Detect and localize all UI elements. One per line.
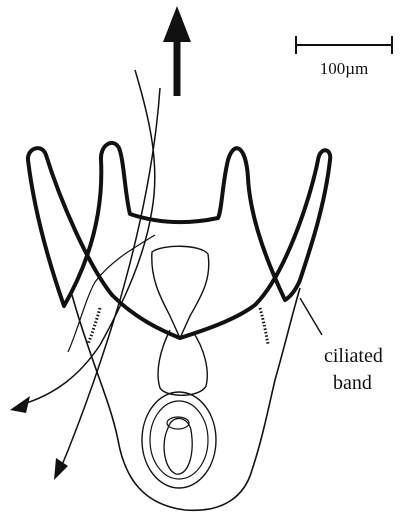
intestine-loop bbox=[164, 418, 192, 474]
arrow-up-icon bbox=[163, 6, 191, 96]
body-outline bbox=[72, 288, 300, 510]
arrow-down-left-icon bbox=[10, 396, 68, 480]
scale-bar-label: 100µm bbox=[320, 59, 369, 78]
ciliated-band-outline bbox=[28, 143, 330, 338]
stomach bbox=[158, 330, 207, 395]
ciliated-band-label: ciliated band bbox=[300, 298, 383, 394]
flow-lines bbox=[20, 70, 160, 470]
intestine-inner bbox=[150, 401, 208, 479]
label-band: band bbox=[333, 372, 372, 394]
scale-bar: 100µm bbox=[296, 36, 392, 78]
gut bbox=[142, 246, 216, 488]
label-ciliated: ciliated bbox=[324, 345, 383, 367]
oesophagus bbox=[152, 246, 209, 338]
